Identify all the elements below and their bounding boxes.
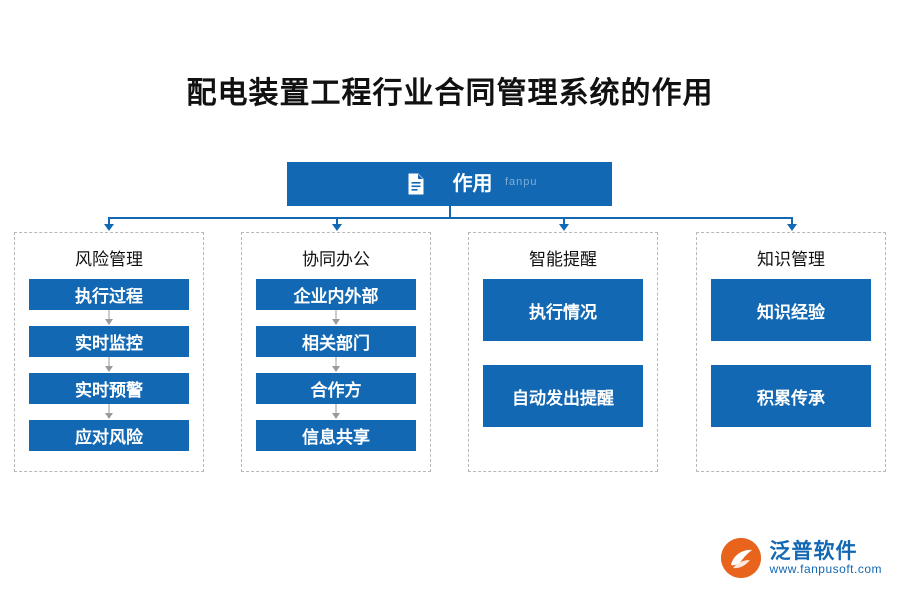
root-watermark: fanpu xyxy=(505,176,538,188)
list-item[interactable]: 知识经验 xyxy=(711,279,871,341)
list-item[interactable]: 自动发出提醒 xyxy=(483,365,643,427)
list-item[interactable]: 应对风险 xyxy=(29,420,189,451)
brand-logo: 泛普软件 www.fanpusoft.com xyxy=(721,538,882,578)
logo-name: 泛普软件 xyxy=(769,538,858,563)
logo-mark-icon xyxy=(721,538,762,578)
column-knowledge-management[interactable]: 知识管理 知识经验 积累传承 xyxy=(696,232,886,472)
connector-arrow-3 xyxy=(559,224,569,231)
column-items: 企业内外部 相关部门 合作方 信息共享 xyxy=(256,279,416,459)
list-item[interactable]: 实时监控 xyxy=(29,326,189,357)
list-item[interactable]: 相关部门 xyxy=(256,326,416,357)
column-risk-management[interactable]: 风险管理 执行过程 实时监控 实时预警 应对风险 xyxy=(14,232,204,472)
page-title: 配电装置工程行业合同管理系统的作用 xyxy=(186,77,714,110)
column-title: 协同办公 xyxy=(302,250,370,269)
item-connector-arrow-icon xyxy=(256,310,416,326)
item-spacer xyxy=(483,341,643,365)
item-connector-arrow-icon xyxy=(29,310,189,326)
document-icon xyxy=(407,173,425,195)
column-title: 智能提醒 xyxy=(529,250,597,269)
list-item[interactable]: 执行情况 xyxy=(483,279,643,341)
connector-drop-4 xyxy=(791,217,793,225)
logo-url: www.fanpusoft.com xyxy=(769,561,882,576)
list-item[interactable]: 积累传承 xyxy=(711,365,871,427)
column-items: 执行情况 自动发出提醒 xyxy=(483,279,643,459)
column-title: 知识管理 xyxy=(757,250,825,269)
item-spacer xyxy=(711,341,871,365)
list-item[interactable]: 信息共享 xyxy=(256,420,416,451)
list-item[interactable]: 实时预警 xyxy=(29,373,189,404)
item-connector-arrow-icon xyxy=(256,357,416,373)
connector-drop-2 xyxy=(336,217,338,225)
list-item[interactable]: 执行过程 xyxy=(29,279,189,310)
connector-root-stem xyxy=(449,206,451,218)
root-node-label: 作用 xyxy=(452,173,493,195)
list-item[interactable]: 企业内外部 xyxy=(256,279,416,310)
connector-bus xyxy=(108,217,792,219)
item-connector-arrow-icon xyxy=(256,404,416,420)
list-item[interactable]: 合作方 xyxy=(256,373,416,404)
column-items: 执行过程 实时监控 实时预警 应对风险 xyxy=(29,279,189,459)
item-connector-arrow-icon xyxy=(29,404,189,420)
column-smart-reminder[interactable]: 智能提醒 执行情况 自动发出提醒 xyxy=(468,232,658,472)
connector-drop-1 xyxy=(108,217,110,225)
connector-arrow-2 xyxy=(332,224,342,231)
column-title: 风险管理 xyxy=(75,250,143,269)
root-node[interactable]: 作用 xyxy=(287,162,612,206)
item-connector-arrow-icon xyxy=(29,357,189,373)
column-items: 知识经验 积累传承 xyxy=(711,279,871,459)
connector-arrow-1 xyxy=(104,224,114,231)
connector-arrow-4 xyxy=(787,224,797,231)
connector-drop-3 xyxy=(563,217,565,225)
column-collaborative-office[interactable]: 协同办公 企业内外部 相关部门 合作方 信息共享 xyxy=(241,232,431,472)
